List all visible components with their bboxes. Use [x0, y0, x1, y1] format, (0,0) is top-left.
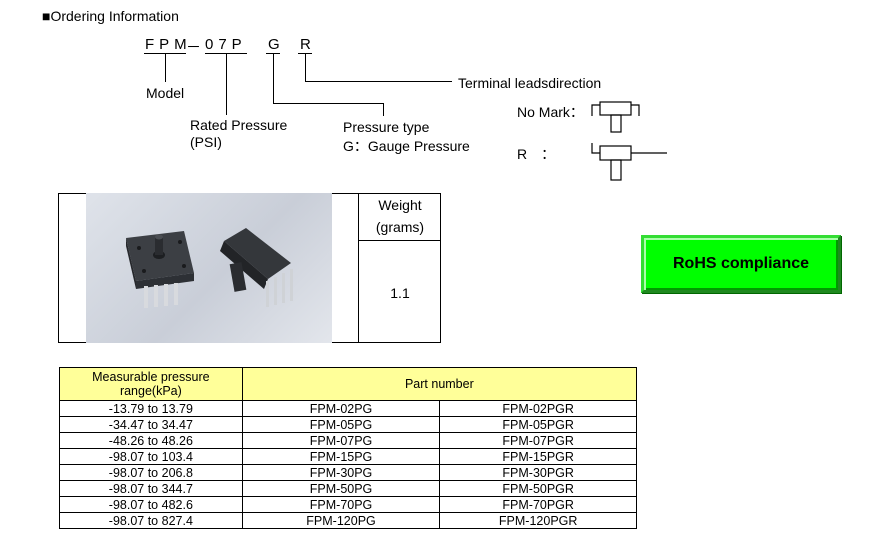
- cell-part-pgr: FPM-02PGR: [439, 400, 637, 417]
- cell-part-pg: FPM-30PG: [241, 464, 441, 481]
- cell-part-pgr: FPM-15PGR: [439, 448, 637, 465]
- header-pressure-range: Measurable pressure range(kPa): [59, 367, 243, 401]
- weight-divider: [358, 240, 441, 241]
- cell-range: -98.07 to 103.4: [59, 448, 243, 465]
- product-photo: [86, 193, 332, 343]
- code-type: G: [268, 36, 285, 53]
- rohs-badge: RoHS compliance: [641, 235, 841, 293]
- leader-type: [273, 54, 274, 104]
- label-no-mark: No Mark：: [517, 104, 584, 120]
- leader-type-h: [273, 103, 383, 104]
- cell-part-pgr: FPM-50PGR: [439, 480, 637, 497]
- sensor-image: [126, 228, 293, 308]
- weight-header-line1: Weight: [378, 197, 422, 213]
- table-header-row: Measurable pressure range(kPa) Part numb…: [59, 367, 638, 401]
- leader-pressure: [226, 54, 227, 115]
- cell-part-pg: FPM-70PG: [241, 496, 441, 513]
- terminal-up-icon: [591, 101, 640, 133]
- code-pressure: 07P: [205, 36, 247, 53]
- underline-terminal: [298, 53, 312, 54]
- label-rated-pressure: Rated Pressure: [190, 117, 288, 133]
- underline-pressure: [205, 53, 247, 54]
- cell-part-pgr: FPM-30PGR: [439, 464, 637, 481]
- weight-header-line2: (grams): [375, 219, 425, 235]
- part-number-table: Measurable pressure range(kPa) Part numb…: [59, 367, 638, 529]
- label-r-mark: R ：: [517, 146, 556, 162]
- cell-part-pgr: FPM-05PGR: [439, 416, 637, 433]
- label-terminal: Terminal leadsdirection: [458, 75, 602, 91]
- cell-part-pg: FPM-120PG: [241, 512, 441, 529]
- terminal-side-icon: [591, 143, 667, 181]
- code-terminal: R: [300, 36, 316, 53]
- cell-part-pg: FPM-02PG: [241, 400, 441, 417]
- label-rated-unit: (PSI): [190, 134, 222, 150]
- cell-part-pgr: FPM-120PGR: [439, 512, 637, 529]
- cell-range: -98.07 to 206.8: [59, 464, 243, 481]
- weight-value: 1.1: [390, 285, 410, 301]
- cell-part-pg: FPM-15PG: [241, 448, 441, 465]
- cell-range: -13.79 to 13.79: [59, 400, 243, 417]
- label-model: Model: [146, 85, 185, 101]
- cell-part-pg: FPM-05PG: [241, 416, 441, 433]
- weight-column: [358, 193, 441, 343]
- weight-header: Weight (grams): [359, 194, 441, 238]
- cell-part-pg: FPM-07PG: [241, 432, 441, 449]
- cell-range: -48.26 to 48.26: [59, 432, 243, 449]
- leader-model: [165, 54, 166, 82]
- cell-range: -98.07 to 482.6: [59, 496, 243, 513]
- code-dash: －: [186, 39, 207, 56]
- cell-part-pgr: FPM-70PGR: [439, 496, 637, 513]
- cell-range: -98.07 to 344.7: [59, 480, 243, 497]
- leader-type-v: [383, 103, 384, 116]
- leader-terminal-h: [305, 81, 452, 82]
- cell-range: -34.47 to 34.47: [59, 416, 243, 433]
- code-model: FPM: [145, 36, 192, 53]
- cell-part-pgr: FPM-07PGR: [439, 432, 637, 449]
- header-part-number: Part number: [241, 367, 638, 401]
- underline-type: [266, 53, 280, 54]
- label-pressure-type: Pressure type: [343, 119, 430, 135]
- section-title: ■Ordering Information: [42, 8, 179, 24]
- leader-terminal: [305, 54, 306, 82]
- cell-range: -98.07 to 827.4: [59, 512, 243, 529]
- underline-model: [144, 53, 186, 54]
- label-gauge: G：Gauge Pressure: [343, 138, 470, 154]
- cell-part-pg: FPM-50PG: [241, 480, 441, 497]
